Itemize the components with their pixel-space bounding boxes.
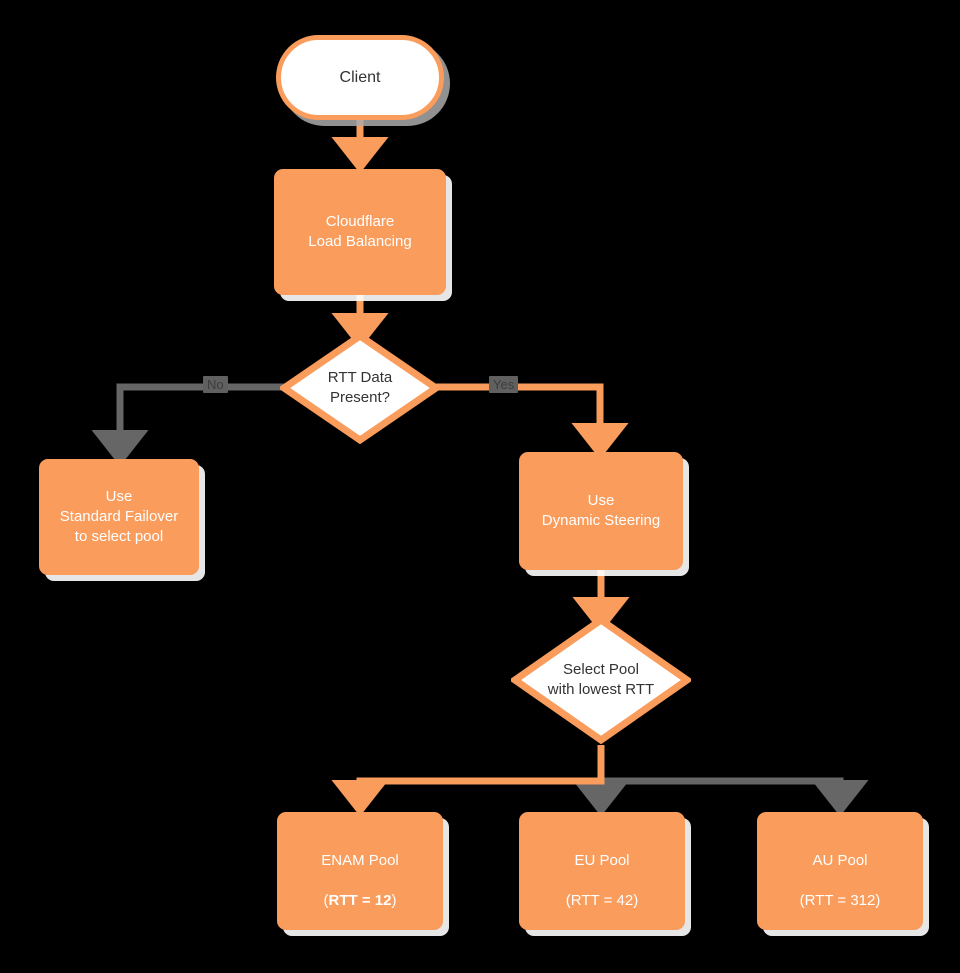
node-client-label: Client [339,69,381,86]
edge-rtt-decision-to-standard-failover [91,383,285,467]
edge-label-no: No [203,376,228,393]
node-standard-failover-label: Use Standard Failover to select pool [59,488,179,545]
node-au-pool-paren-close: ) [875,892,881,909]
node-dynamic-steering[interactable]: Use Dynamic Steering [519,452,683,570]
node-standard-failover[interactable]: Use Standard Failover to select pool [39,459,199,575]
node-client[interactable]: Client [276,35,444,120]
node-dynamic-steering-label: Use Dynamic Steering [541,492,661,529]
node-enam-pool-paren-open: ( [323,892,329,909]
node-eu-pool-name: EU Pool [574,852,630,869]
diamond-shape [511,616,691,744]
node-au-pool[interactable]: AU Pool (RTT = 312) [757,812,923,930]
node-eu-pool-paren-close: ) [633,892,639,909]
node-rtt-decision[interactable]: RTT Data Present? [280,332,440,444]
diamond-shape [280,332,440,444]
node-enam-pool-rtt: RTT = 12 [328,892,392,909]
node-eu-pool-rtt: RTT = 42 [570,892,634,909]
node-au-pool-paren-open: ( [799,892,805,909]
edge-label-yes: Yes [489,376,519,393]
node-au-pool-rtt: RTT = 312 [804,892,876,909]
node-load-balancing-label: Cloudflare Load Balancing [308,213,412,250]
edge-select-pool-to-au-pool [601,777,869,817]
node-select-pool[interactable]: Select Pool with lowest RTT [511,616,691,744]
node-au-pool-name: AU Pool [812,852,868,869]
node-au-pool-label: AU Pool (RTT = 312) [800,831,881,911]
node-enam-pool[interactable]: ENAM Pool (RTT = 12) [277,812,443,930]
node-load-balancing[interactable]: Cloudflare Load Balancing [274,169,446,295]
node-enam-pool-label: ENAM Pool (RTT = 12) [321,831,399,911]
node-eu-pool-label: EU Pool (RTT = 42) [566,831,638,911]
node-enam-pool-paren-close: ) [391,892,397,909]
node-eu-pool[interactable]: EU Pool (RTT = 42) [519,812,685,930]
node-eu-pool-paren-open: ( [565,892,571,909]
node-enam-pool-name: ENAM Pool [321,852,399,869]
edge-select-pool-to-enam-pool [331,745,605,817]
